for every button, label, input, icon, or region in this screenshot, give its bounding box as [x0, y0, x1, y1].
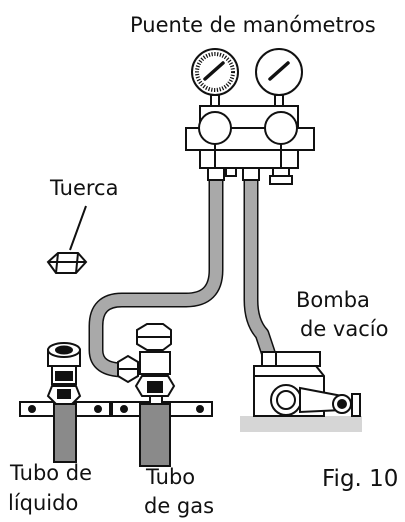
liquid-pipe-label-line1: Tubo de	[10, 461, 93, 485]
hose-gas	[88, 170, 224, 378]
nut-icon	[46, 252, 88, 274]
liquid-pipe-label-line2: líquido	[8, 491, 79, 515]
pump-label-line1: Bomba	[296, 288, 370, 312]
gas-service-valve-icon	[117, 323, 176, 405]
gas-pipe-label-line2: de gas	[144, 494, 215, 518]
figure-number: Fig. 10	[322, 466, 399, 492]
low-pressure-gauge-icon	[191, 48, 239, 108]
liquid-service-valve-icon	[46, 342, 82, 405]
liquid-pipe	[53, 403, 77, 463]
gauge-manifold	[185, 48, 315, 185]
gas-pipe	[139, 403, 171, 467]
gas-pipe-label-line1: Tubo	[146, 465, 196, 489]
hose-vacuum	[243, 170, 276, 360]
nut-label: Tuerca	[50, 176, 119, 200]
service-valve-rail	[19, 401, 213, 417]
pump-label-line2: de vacío	[300, 317, 389, 341]
vacuum-pump-icon	[240, 351, 362, 432]
manifold-label: Puente de manómetros	[130, 13, 376, 37]
tuerca-callout	[69, 205, 87, 251]
high-pressure-gauge-icon	[255, 48, 303, 108]
